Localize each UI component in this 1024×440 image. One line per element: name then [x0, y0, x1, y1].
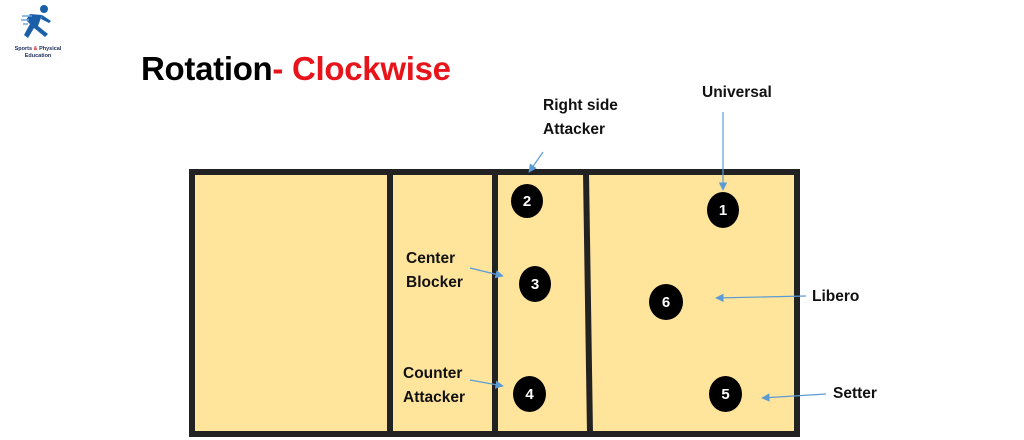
label-setter: Setter [833, 385, 877, 402]
logo-text: Sports & Physical Education [8, 46, 68, 60]
arrow-counter-attacker [469, 379, 504, 389]
logo-text-amp: & [33, 46, 38, 52]
logo-text-education: Education [24, 53, 52, 59]
court-divider-3 [583, 171, 593, 435]
player-6: 6 [649, 284, 683, 320]
title-main: Rotation [141, 50, 273, 87]
logo-text-sports: Sports [14, 46, 33, 52]
logo: Sports & Physical Education [8, 4, 68, 60]
logo-text-physical: Physical [39, 46, 62, 52]
player-2: 2 [511, 184, 543, 218]
player-4: 4 [513, 376, 546, 412]
arrow-setter [761, 393, 827, 402]
arrow-center-blocker [469, 267, 504, 279]
label-libero: Libero [812, 288, 860, 305]
arrow-libero [715, 293, 807, 303]
page-title: Rotation- Clockwise [141, 50, 451, 88]
running-figure-icon [21, 5, 51, 38]
arrow-right-side-attacker [528, 151, 544, 173]
player-1: 1 [707, 192, 739, 228]
title-accent: - Clockwise [272, 50, 451, 87]
player-5: 5 [709, 376, 742, 412]
label-universal: Universal [702, 84, 772, 101]
player-3: 3 [519, 266, 551, 302]
